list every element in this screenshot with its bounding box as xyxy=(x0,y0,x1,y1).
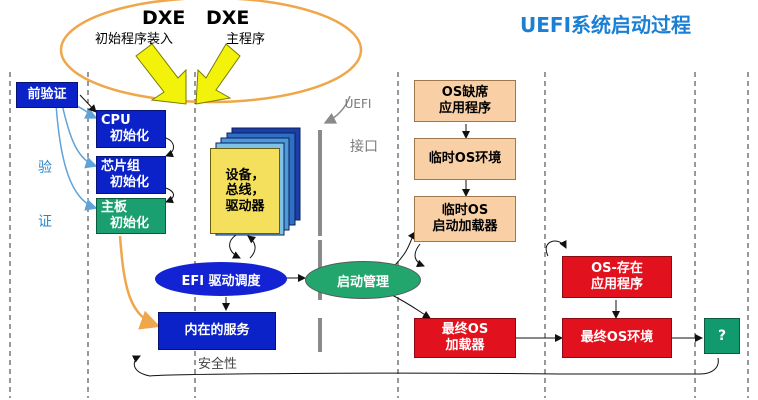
dxe-ipl-label: DXE xyxy=(142,7,186,29)
verify-line1: 验 xyxy=(38,160,52,177)
transient-os-loader-box: 临时OS 启动加载器 xyxy=(414,196,516,242)
uefi-interface-line2: 接口 xyxy=(350,138,378,155)
phase-separators xyxy=(9,72,749,398)
final-os-loader-box: 最终OS 加载器 xyxy=(414,318,516,358)
pre-verify-box: 前验证 xyxy=(16,82,78,108)
boot-manager: 启动管理 xyxy=(305,261,421,299)
security-label: 安全性 xyxy=(198,357,238,372)
unknown-box: ? xyxy=(704,318,740,354)
efi-driver-dispatch: EFI 驱动调度 xyxy=(155,262,287,296)
os-absent-app-box: OS缺席 应用程序 xyxy=(414,80,516,122)
cpu-init-box: CPU 初始化 xyxy=(96,110,166,148)
verify-line2: 证 xyxy=(38,214,52,231)
verify-label: 验 证 xyxy=(38,128,56,263)
board-init-box: 主板 初始化 xyxy=(96,198,166,234)
devices-bus-drivers-card: 设备， 总线， 驱动器 xyxy=(210,148,280,234)
chipset-init-box: 芯片组 初始化 xyxy=(96,156,166,194)
uefi-interface-line1: UEFI xyxy=(344,96,372,111)
dxe-main-label: DXE xyxy=(206,7,250,29)
page-title: UEFI系统启动过程 xyxy=(520,13,692,37)
uefi-interface-label: UEFI 接口 xyxy=(338,70,378,183)
final-os-env-box: 最终OS环境 xyxy=(562,318,672,358)
transient-os-env-box: 临时OS环境 xyxy=(414,138,516,180)
dxe-main-sub-label: 主程序 xyxy=(226,32,266,47)
dxe-ipl-sub-label: 初始程序装入 xyxy=(95,32,174,47)
builtin-services-box: 内在的服务 xyxy=(158,312,276,350)
os-present-app-box: OS-存在 应用程序 xyxy=(562,256,672,298)
